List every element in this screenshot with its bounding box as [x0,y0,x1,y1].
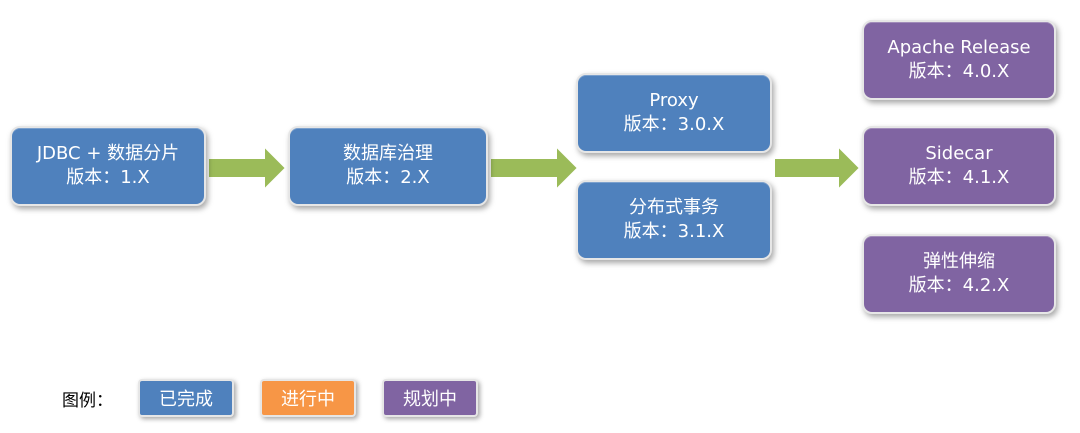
node-title: Proxy [649,90,699,111]
node-version: 版本：3.1.X [623,221,725,242]
node-distributed-transaction: 分布式事务 版本：3.1.X [576,180,772,260]
node-version: 版本：2.X [346,167,430,188]
node-sidecar: Sidecar 版本：4.1.X [862,126,1056,206]
node-apache-release: Apache Release 版本：4.0.X [862,20,1056,100]
node-title: JDBC + 数据分片 [36,143,180,164]
legend-planned: 规划中 [382,379,478,417]
node-version: 版本：3.0.X [623,114,725,135]
legend-in-progress: 进行中 [260,379,356,417]
legend-completed-label: 已完成 [159,389,213,410]
node-title: Apache Release [887,37,1031,58]
node-proxy: Proxy 版本：3.0.X [576,73,772,153]
node-version: 版本：1.X [66,167,150,188]
node-version: 版本：4.2.X [908,275,1010,296]
node-version: 版本：4.1.X [908,167,1010,188]
arrow-3-to-4 [773,143,862,193]
legend-planned-label: 规划中 [403,389,457,410]
node-title: Sidecar [925,143,993,164]
node-title: 数据库治理 [343,143,433,164]
node-version: 版本：4.0.X [908,61,1010,82]
node-title: 弹性伸缩 [923,251,995,272]
node-database-governance: 数据库治理 版本：2.X [288,126,488,206]
arrow-1-to-2 [207,143,288,193]
legend-completed: 已完成 [138,379,234,417]
node-elastic-scaling: 弹性伸缩 版本：4.2.X [862,234,1056,314]
legend-in-progress-label: 进行中 [281,389,335,410]
legend-label: 图例： [62,391,113,411]
node-jdbc-sharding: JDBC + 数据分片 版本：1.X [10,126,206,206]
arrow-2-to-3 [489,143,580,193]
node-title: 分布式事务 [629,197,719,218]
